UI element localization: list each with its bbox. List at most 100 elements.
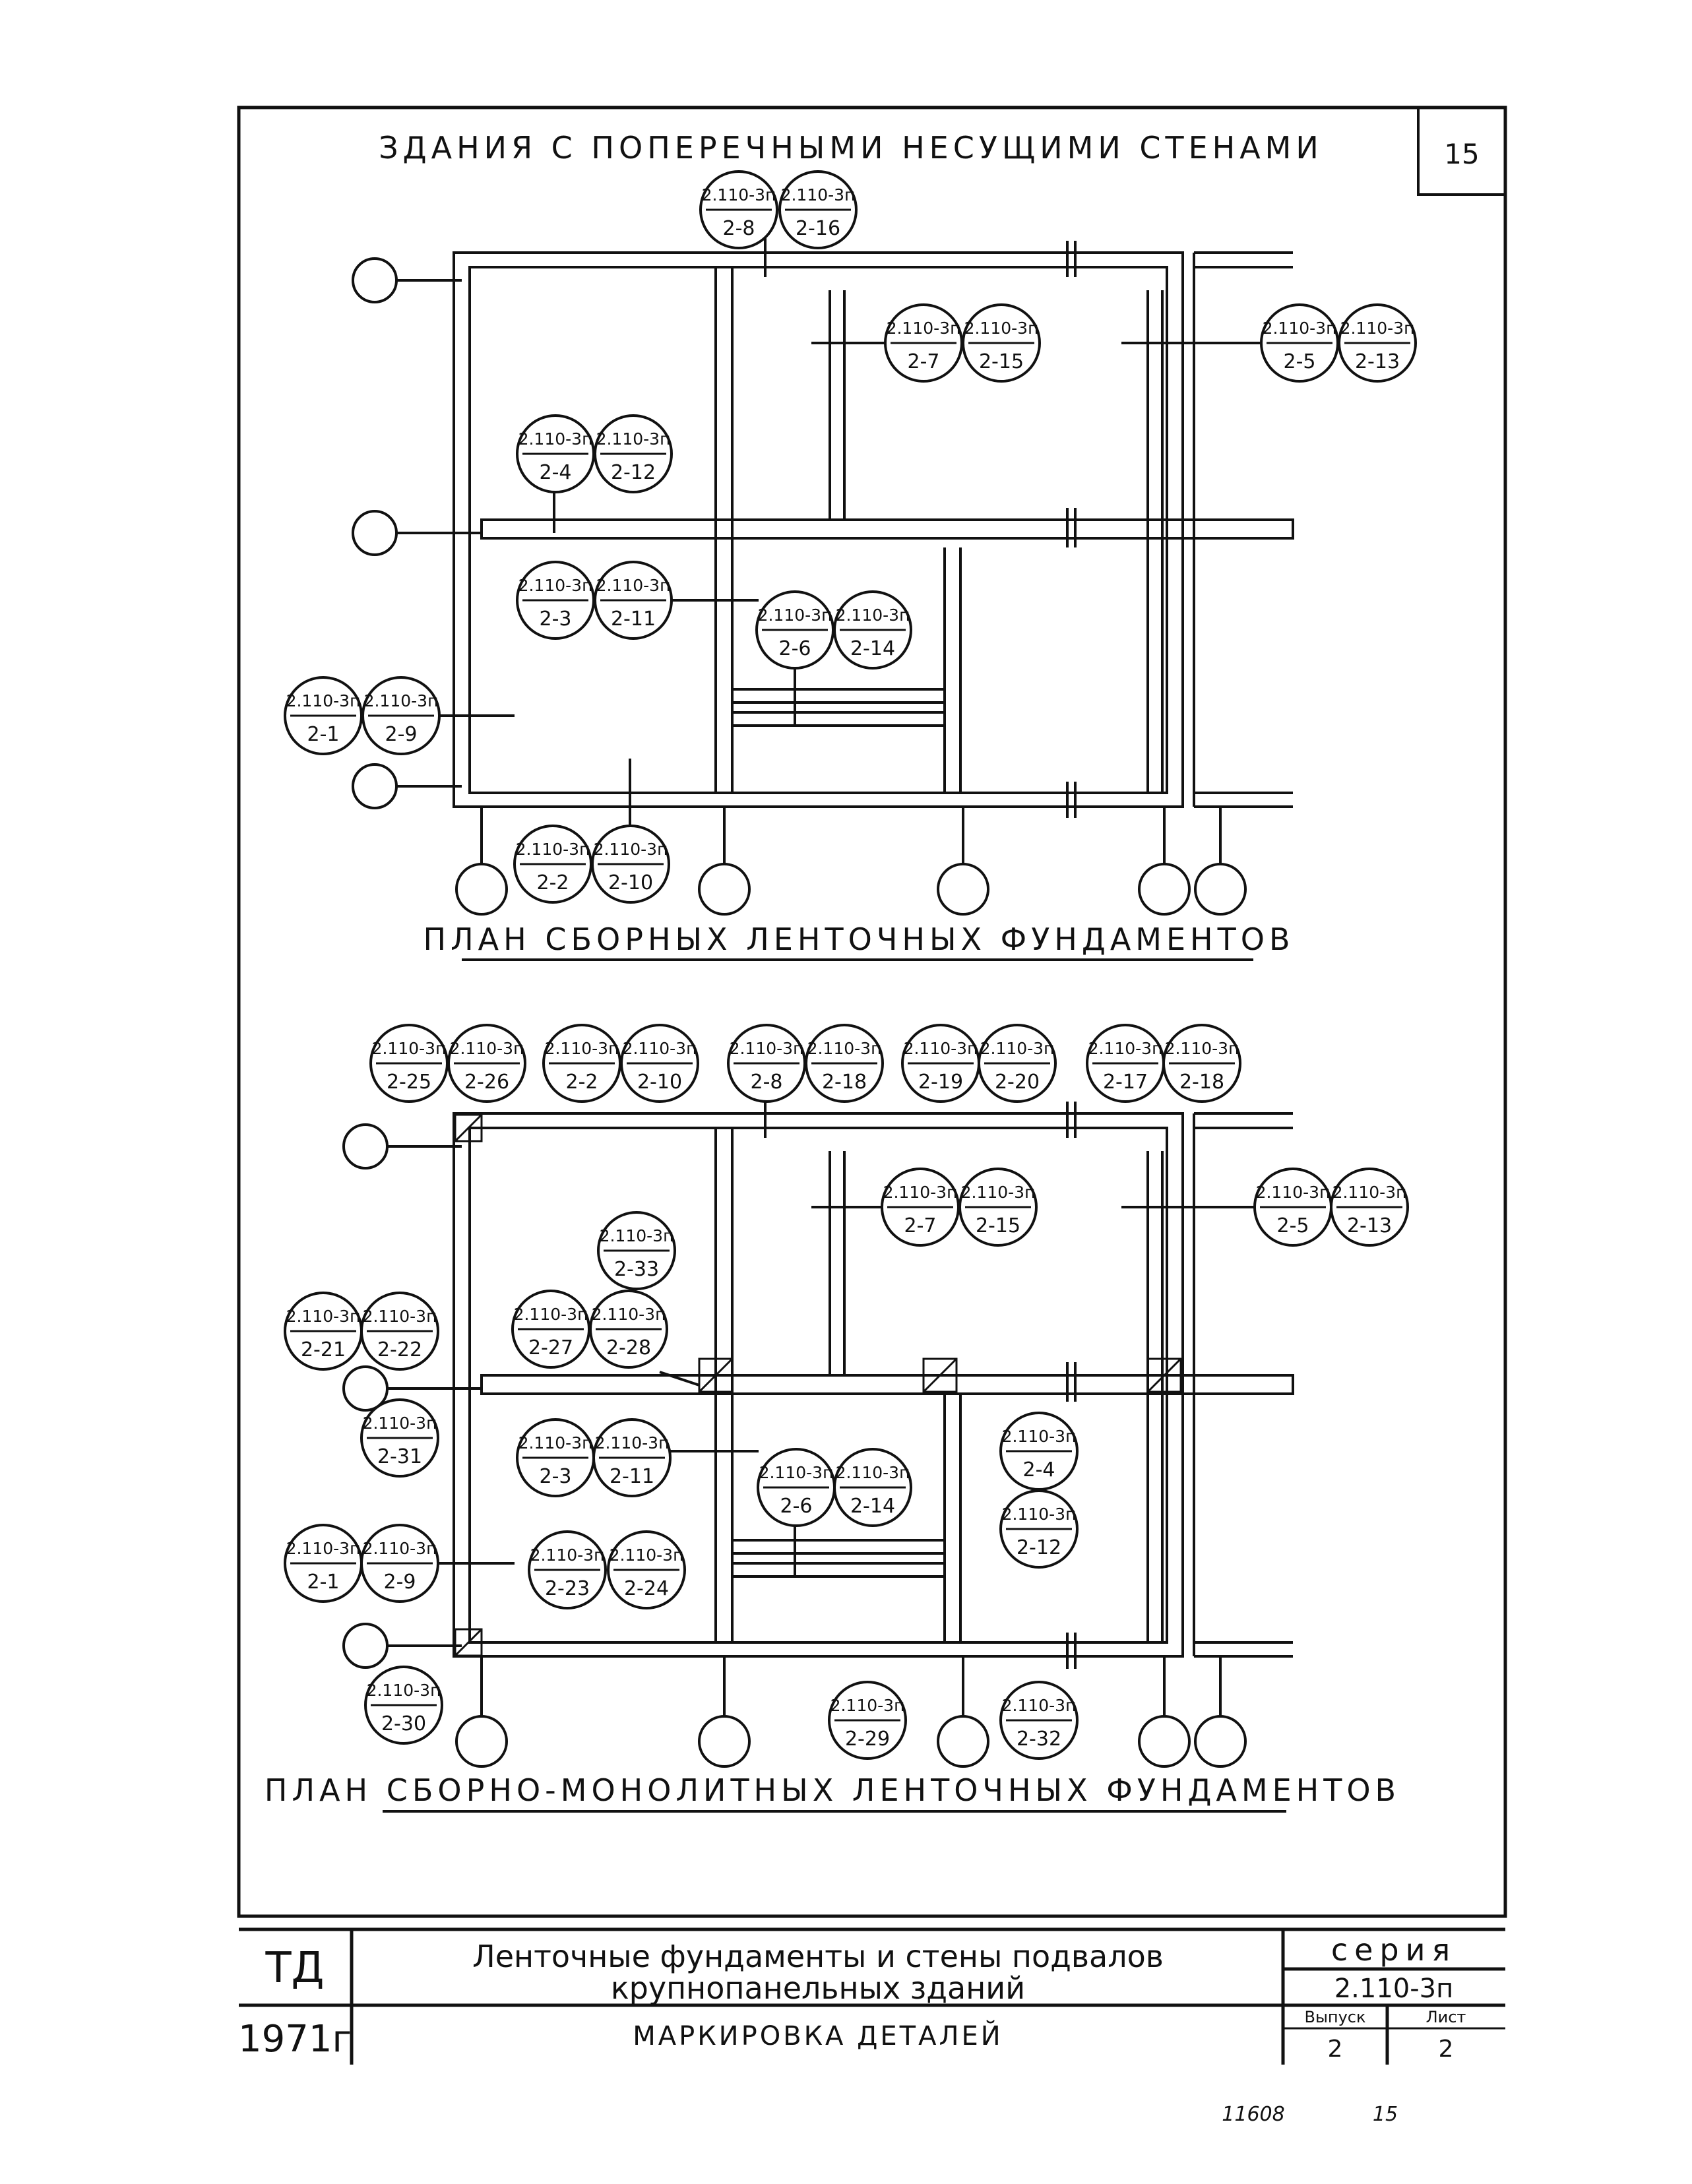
detail-marker-number: 2-20 xyxy=(995,1071,1040,1094)
detail-marker: 2.110-3п2-24 xyxy=(607,1530,686,1609)
plan-prefab-axes xyxy=(352,224,1260,916)
detail-marker: 2.110-3п 2-15 xyxy=(958,1168,1038,1247)
detail-marker: 2.110-3п 2-10 xyxy=(620,1024,699,1103)
detail-marker-series: 2.110-3п xyxy=(1002,1427,1077,1446)
detail-marker: 2.110-3п2-1 xyxy=(284,1524,363,1603)
title-line-2: крупнопанельных зданий xyxy=(611,1970,1025,2006)
detail-marker-series: 2.110-3п xyxy=(961,1183,1036,1202)
sheet-label: Лист xyxy=(1426,2008,1466,2026)
detail-marker-series: 2.110-3п xyxy=(594,840,668,859)
detail-marker-number: 2-12 xyxy=(611,461,656,484)
detail-marker: 2.110-3п2-2 xyxy=(513,825,592,904)
detail-marker-number: 2-10 xyxy=(637,1071,682,1094)
detail-marker-number: 2-33 xyxy=(614,1258,659,1281)
detail-marker: 2.110-3п 2-3 xyxy=(516,1418,595,1497)
detail-marker: 2.110-3п2-5 xyxy=(1253,1168,1332,1247)
detail-marker-number: 2-19 xyxy=(918,1071,963,1094)
detail-marker-number: 2-15 xyxy=(976,1214,1020,1237)
detail-marker-series: 2.110-3п xyxy=(1256,1183,1331,1202)
detail-marker: 2.110-3п2-5 xyxy=(1260,303,1339,383)
detail-marker-series: 2.110-3п xyxy=(595,1433,670,1452)
detail-marker: 2.110-3п2-22 xyxy=(360,1292,439,1371)
detail-marker-number: 2-14 xyxy=(850,637,895,660)
detail-marker: 2.110-3п2-8 xyxy=(699,170,778,249)
detail-marker: 2.110-3п 2-28 xyxy=(589,1290,668,1369)
detail-marker-number: 2-15 xyxy=(979,350,1024,373)
detail-marker-series: 2.110-3п xyxy=(367,1681,441,1700)
detail-marker-number: 2-31 xyxy=(377,1445,422,1468)
detail-marker-series: 2.110-3п xyxy=(518,576,593,595)
detail-marker-number: 2-9 xyxy=(385,723,418,746)
detail-marker: 2.110-3п 2-10 xyxy=(591,825,670,904)
detail-marker: 2.110-3п2-20 xyxy=(978,1024,1057,1103)
detail-marker-series: 2.110-3п xyxy=(883,1183,958,1202)
detail-marker: 2.110-3п2-23 xyxy=(528,1530,607,1609)
inventory-number: 11608 xyxy=(1222,2103,1284,2126)
detail-marker-series: 2.110-3п xyxy=(592,1305,666,1324)
detail-marker-number: 2-4 xyxy=(540,461,572,484)
detail-marker-series: 2.110-3п xyxy=(518,1433,593,1452)
title-block xyxy=(239,1927,1505,2065)
detail-marker-number: 2-13 xyxy=(1347,1214,1392,1237)
series-value: 2.110-3п xyxy=(1334,1974,1454,2004)
detail-marker-series: 2.110-3п xyxy=(596,429,671,449)
detail-marker-number: 2-27 xyxy=(528,1336,573,1359)
detail-marker-series: 2.110-3п xyxy=(600,1226,674,1245)
detail-marker-series: 2.110-3п xyxy=(530,1545,605,1565)
detail-marker-number: 2-2 xyxy=(537,871,569,894)
detail-marker: 2.110-3п2-11 xyxy=(594,561,673,640)
detail-marker: 2.110-3п 2-4 xyxy=(516,414,595,493)
detail-marker-series: 2.110-3п xyxy=(364,691,439,710)
detail-marker-number: 2-7 xyxy=(908,350,940,373)
detail-marker-number: 2-8 xyxy=(751,1071,783,1094)
detail-marker-series: 2.110-3п xyxy=(610,1545,684,1565)
detail-marker-number: 2-14 xyxy=(850,1495,895,1518)
detail-marker-series: 2.110-3п xyxy=(363,1414,437,1433)
sheet-frame xyxy=(237,106,1507,1918)
detail-marker-series: 2.110-3п xyxy=(904,1039,978,1058)
detail-marker-series: 2.110-3п xyxy=(286,1539,361,1558)
detail-marker-series: 2.110-3п xyxy=(596,576,671,595)
org-code: ТД xyxy=(265,1944,324,1993)
detail-marker: 2.110-3п 2-31 xyxy=(360,1398,439,1478)
detail-marker-series: 2.110-3п xyxy=(781,185,856,204)
detail-marker: 2.110-3п 2-9 xyxy=(361,676,441,755)
plan-monolithic-hatching xyxy=(454,1113,1182,1657)
plan-prefab: ПЛАН СБОРНЫХ ЛЕНТОЧНЫХ ФУНДАМЕНТОВ xyxy=(352,224,1294,961)
detail-marker-series: 2.110-3п xyxy=(363,1539,437,1558)
detail-marker-number: 2-3 xyxy=(540,1465,572,1488)
detail-marker-number: 2-17 xyxy=(1103,1071,1148,1094)
detail-marker-series: 2.110-3п xyxy=(286,1307,361,1326)
plan-monolithic: ПЛАН СБОРНО-МОНОЛИТНЫХ ЛЕНТОЧНЫХ ФУНДАМЕ… xyxy=(265,1082,1396,1813)
detail-marker-series: 2.110-3п xyxy=(1340,319,1415,338)
detail-marker-series: 2.110-3п xyxy=(887,319,961,338)
detail-marker: 2.110-3п2-21 xyxy=(284,1292,363,1371)
detail-marker-number: 2-16 xyxy=(796,217,840,240)
detail-marker-series: 2.110-3п xyxy=(518,429,593,449)
detail-marker-number: 2-11 xyxy=(610,1465,654,1488)
detail-marker-series: 2.110-3п xyxy=(759,1463,834,1482)
detail-marker: 2.110-3п 2-19 xyxy=(901,1024,980,1103)
detail-marker: 2.110-3п2-29 xyxy=(828,1681,907,1760)
detail-marker-number: 2-12 xyxy=(1017,1536,1061,1559)
detail-marker: 2.110-3п2-15 xyxy=(962,303,1041,383)
detail-marker: 2.110-3п2-13 xyxy=(1338,303,1417,383)
year: 1971г xyxy=(238,2018,352,2061)
detail-marker-series: 2.110-3п xyxy=(836,1463,910,1482)
detail-marker: 2.110-3п 2-11 xyxy=(592,1418,672,1497)
detail-marker-series: 2.110-3п xyxy=(1263,319,1337,338)
detail-marker: 2.110-3п2-8 xyxy=(727,1024,806,1103)
plan-prefab-caption: ПЛАН СБОРНЫХ ЛЕНТОЧНЫХ ФУНДАМЕНТОВ xyxy=(423,921,1294,957)
detail-marker-number: 2-2 xyxy=(566,1071,598,1094)
detail-marker: 2.110-3п2-30 xyxy=(364,1666,443,1745)
page-number-box: 15 xyxy=(1417,106,1507,196)
detail-marker-series: 2.110-3п xyxy=(807,1039,882,1058)
detail-marker-series: 2.110-3п xyxy=(623,1039,697,1058)
detail-marker-number: 2-28 xyxy=(606,1336,651,1359)
detail-marker: 2.110-3п2-18 xyxy=(1162,1024,1241,1103)
detail-marker: 2.110-3п 2-12 xyxy=(594,414,673,493)
detail-marker-number: 2-9 xyxy=(384,1571,416,1594)
detail-marker-number: 2-8 xyxy=(723,217,755,240)
detail-marker-number: 2-10 xyxy=(608,871,653,894)
plan-monolithic-axes xyxy=(342,1082,1260,1768)
